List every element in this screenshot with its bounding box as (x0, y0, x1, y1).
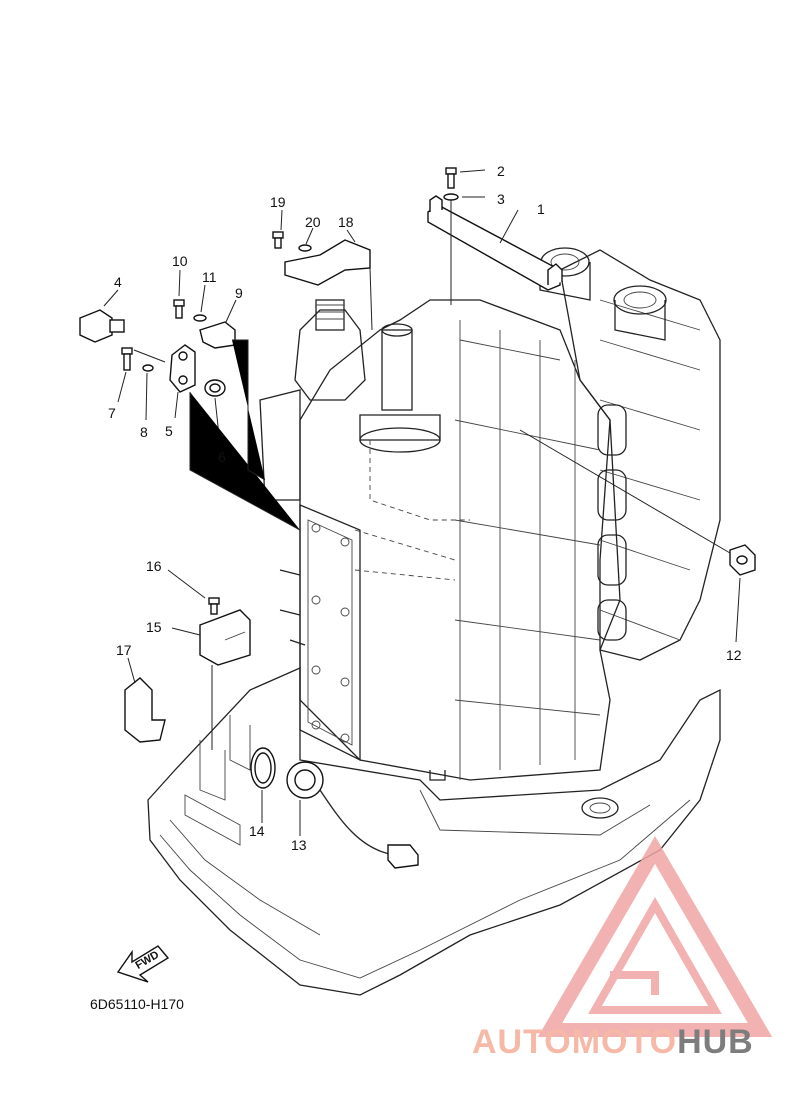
callout-14: 14 (249, 823, 265, 839)
callout-11: 11 (202, 269, 217, 285)
callout-1: 1 (537, 201, 545, 217)
callout-4: 4 (114, 274, 122, 290)
callout-13: 13 (291, 837, 307, 853)
callout-15: 15 (146, 619, 162, 635)
watermark-part1: AUTOMOTO (472, 1023, 677, 1061)
callout-18: 18 (338, 214, 354, 230)
callout-19: 19 (270, 194, 286, 210)
callout-16: 16 (146, 558, 162, 574)
watermark-logo (537, 836, 773, 1037)
diagram-code: 6D65110-H170 (90, 996, 184, 1012)
callout-9: 9 (235, 285, 243, 301)
callout-6: 6 (218, 449, 226, 465)
leader-lines (103, 169, 741, 836)
callout-10: 10 (172, 253, 188, 269)
callout-8: 8 (140, 424, 148, 440)
callout-12: 12 (726, 647, 742, 663)
fwd-arrow: FWD (116, 945, 170, 983)
callout-3: 3 (497, 191, 505, 207)
watermark-text: AUTOMOTOHUB (472, 1023, 754, 1061)
callout-2: 2 (497, 163, 505, 179)
callout-numbers: 1 2 3 4 5 6 7 8 9 10 11 12 13 14 15 16 1… (108, 163, 742, 853)
callout-7: 7 (108, 405, 116, 421)
parts-drawing (79, 167, 756, 869)
engine-block-drawing (147, 247, 721, 996)
callout-17: 17 (116, 642, 132, 658)
callout-20: 20 (305, 214, 321, 230)
watermark-part2: HUB (677, 1023, 754, 1061)
callout-5: 5 (165, 423, 173, 439)
